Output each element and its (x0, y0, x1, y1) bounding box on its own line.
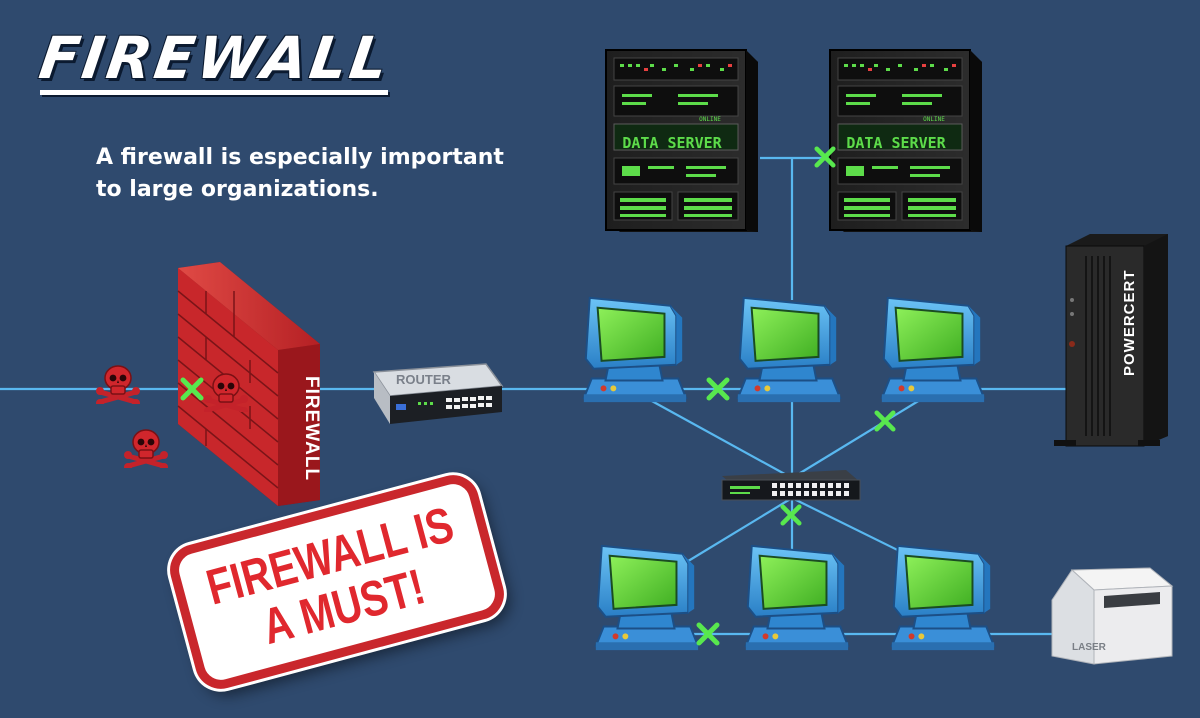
computer-5 (744, 544, 850, 652)
title-block: FIREWALL (35, 24, 395, 95)
printer-label: LASER (1072, 642, 1107, 653)
blocked-x-icon (877, 413, 894, 430)
router-device: ROUTER (372, 363, 504, 424)
computer-1 (582, 296, 688, 404)
server-status: ONLINE (699, 116, 721, 123)
computer-6 (890, 544, 996, 652)
subtitle-text: A firewall is especially important to la… (96, 145, 504, 202)
server-label: DATA SERVER (622, 134, 722, 152)
computer-3 (880, 296, 986, 404)
link-switch-pc4 (679, 497, 793, 567)
server-label: DATA SERVER (846, 134, 946, 152)
threat-skull-icon (124, 430, 168, 471)
router-label: ROUTER (396, 372, 452, 387)
firewall-wall-label: FIREWALL (301, 376, 322, 481)
tower-label: POWERCERT (1121, 270, 1138, 377)
network-switch (721, 470, 861, 501)
tower-pc: POWERCERT (1054, 234, 1168, 447)
computer-2 (736, 296, 842, 404)
link-pc1-switch (649, 399, 793, 479)
server-status: ONLINE (923, 116, 945, 123)
data-server-2: DATA SERVER ONLINE (829, 49, 983, 233)
data-server-1: DATA SERVER ONLINE (605, 49, 759, 233)
title-underline (40, 90, 388, 95)
laser-printer: LASER (1051, 567, 1174, 665)
firewall-wall: FIREWALL (177, 262, 322, 506)
threat-skull-icon (96, 366, 140, 407)
link-pc3-switch (791, 399, 921, 479)
computer-4 (594, 544, 700, 652)
